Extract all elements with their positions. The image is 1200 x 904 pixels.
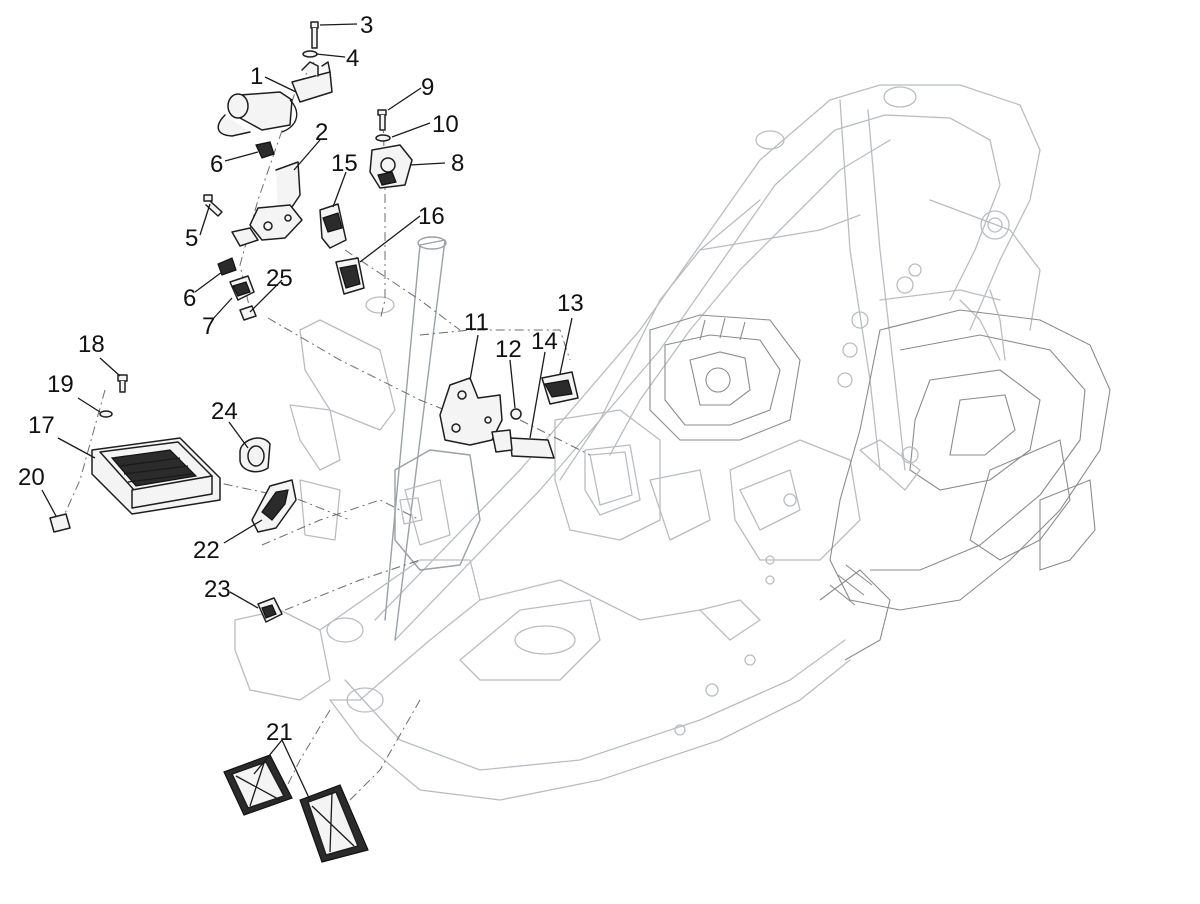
part-14-sensor (491, 429, 555, 459)
part-22-plate (251, 479, 297, 533)
part-23-clip (257, 597, 283, 623)
label-25: 25 (266, 265, 293, 292)
part-6b-clip (217, 257, 237, 276)
part-9-screw (377, 109, 387, 131)
label-11: 11 (464, 309, 489, 336)
part-17-control-unit (91, 437, 221, 515)
label-19: 19 (47, 371, 74, 398)
label-6-upper: 6 (210, 151, 223, 178)
part-8-sensor (369, 144, 413, 189)
label-1: 1 (250, 63, 263, 90)
label-24: 24 (211, 398, 238, 425)
part-labels: 3 4 1 2 6 5 6 7 25 9 10 8 15 16 11 12 14… (18, 12, 584, 746)
part-16-grommet (335, 257, 365, 295)
part-21-cover-left (223, 754, 293, 816)
label-17: 17 (28, 412, 55, 439)
label-9: 9 (421, 74, 434, 101)
label-8: 8 (451, 150, 464, 177)
part-1-lock-switch (217, 61, 333, 137)
label-2: 2 (315, 119, 328, 146)
part-7-switch (229, 275, 255, 301)
label-7: 7 (202, 313, 215, 340)
part-12-washer (510, 408, 522, 420)
part-18-screw (117, 374, 128, 393)
part-13-relay (541, 371, 579, 405)
label-22: 22 (193, 537, 220, 564)
scooter-frame (234, 84, 1111, 801)
part-19-washer (99, 410, 113, 418)
label-23: 23 (204, 576, 231, 603)
part-10-washer (375, 134, 391, 142)
label-4: 4 (346, 45, 359, 72)
part-21-cover-right (299, 784, 369, 863)
part-11-bracket (439, 377, 503, 446)
part-20-connector (49, 513, 71, 533)
part-6a-clip (255, 141, 275, 159)
parts (49, 21, 579, 863)
label-14: 14 (531, 328, 558, 355)
part-2-bracket (231, 161, 303, 247)
label-12: 12 (495, 336, 522, 363)
label-18: 18 (78, 331, 105, 358)
label-13: 13 (557, 290, 584, 317)
leader-lines (41, 23, 573, 801)
label-5: 5 (185, 225, 198, 252)
label-20: 20 (18, 464, 45, 491)
label-15: 15 (331, 150, 358, 177)
label-16: 16 (418, 203, 445, 230)
label-10: 10 (432, 111, 459, 138)
label-6-lower: 6 (183, 285, 196, 312)
label-3: 3 (360, 12, 373, 39)
part-3-screw (310, 21, 319, 49)
part-4-washer (302, 50, 318, 58)
part-15-relay (319, 203, 347, 249)
label-21: 21 (266, 719, 293, 746)
